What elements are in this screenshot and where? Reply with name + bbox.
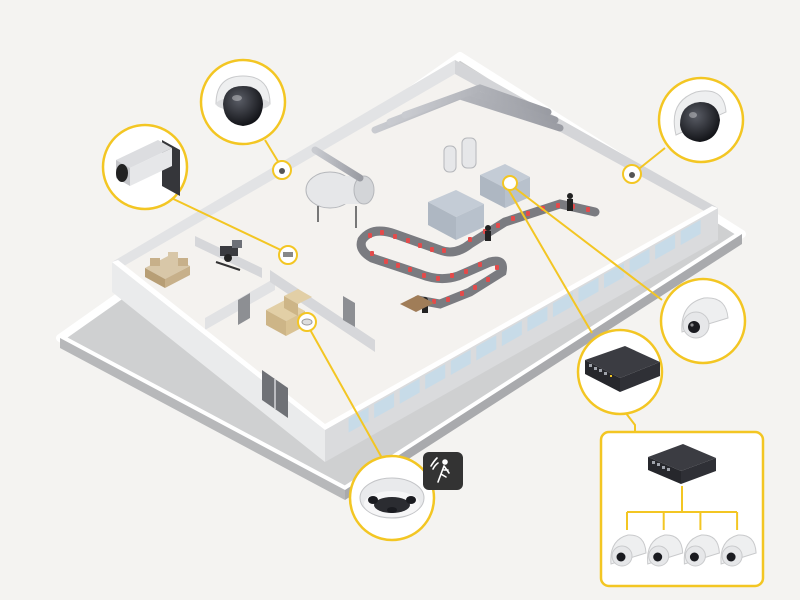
product-items [368,203,590,304]
product-item [430,247,434,252]
product-item [446,297,450,302]
product-item [384,259,388,264]
mounted-cameras [272,160,642,332]
window-pane [399,378,420,404]
product-item [418,243,422,248]
window-pane [348,407,369,433]
product-item [486,277,490,282]
product-item [396,263,400,268]
window-pane [552,291,573,318]
shelving-unit [145,252,190,288]
camera-mount-marker[interactable] [502,175,518,191]
product-item [526,211,530,216]
door [343,296,355,327]
ground-plate-side [345,234,742,500]
product-item [473,285,477,290]
callout-box-camera[interactable] [101,123,189,211]
callout-network-switch[interactable] [576,328,664,416]
door [238,293,250,325]
window-pane [476,335,497,361]
window-pane [501,320,522,347]
turret-camera-icon [610,534,647,567]
product-item [406,238,410,243]
window-pane [527,306,548,332]
window-pane [655,234,676,260]
column-tanks [443,137,477,173]
window-pane [450,349,471,375]
storage-tank [305,171,375,228]
network-switch-icon [585,346,660,392]
motion-sensor-badge [423,452,463,490]
turret-camera-icon [647,534,684,567]
product-item [442,248,446,253]
dome-camera-icon [673,90,727,142]
product-item [464,269,468,274]
product-item [370,251,374,256]
workbench [400,295,434,312]
product-item [436,276,440,281]
back-wall-right [455,60,718,212]
product-item [460,291,464,296]
production-area [305,84,600,313]
pipes [311,84,564,214]
panel-camera-row [610,512,757,567]
dome-camera-icon [215,75,271,126]
motion-sensor-icon [430,457,450,483]
desk-workstation [215,240,242,271]
network-panel [599,430,765,588]
product-item [511,216,515,221]
ground-plate-side [60,338,345,500]
turret-camera-icon [681,297,729,339]
product-item [393,234,397,239]
product-item [468,237,472,242]
product-item [478,262,482,267]
product-item [556,203,560,208]
callout-dome-camera[interactable] [657,76,745,164]
worker [567,193,573,211]
window-pane [374,392,395,419]
product-item [380,230,384,235]
product-item [408,267,412,272]
window-pane [629,248,650,274]
worker [485,225,491,241]
callout-panoramic-camera[interactable] [348,454,436,542]
turret-camera-icon [720,534,757,567]
network-links [627,486,737,513]
turret-camera-icon [683,534,720,567]
window-pane [578,277,599,303]
window-pane [604,263,625,289]
product-item [368,233,372,238]
conveyor-belt [357,199,600,257]
product-item [422,273,426,278]
callout-turret-camera[interactable] [659,277,747,365]
front-wall-left [112,262,325,462]
box-camera-icon [116,140,180,196]
product-item [495,265,499,270]
leader-lines [164,139,666,459]
product-item [586,207,590,212]
network-switch-icon [648,444,716,484]
machine [428,190,484,240]
conveyor-belt [356,235,495,284]
product-item [496,223,500,228]
panoramic-camera-icon [359,477,425,519]
window-pane [425,364,446,390]
window-pane [680,219,701,246]
callout-dome-camera[interactable] [199,58,287,146]
product-item [450,273,454,278]
windows [348,219,701,433]
